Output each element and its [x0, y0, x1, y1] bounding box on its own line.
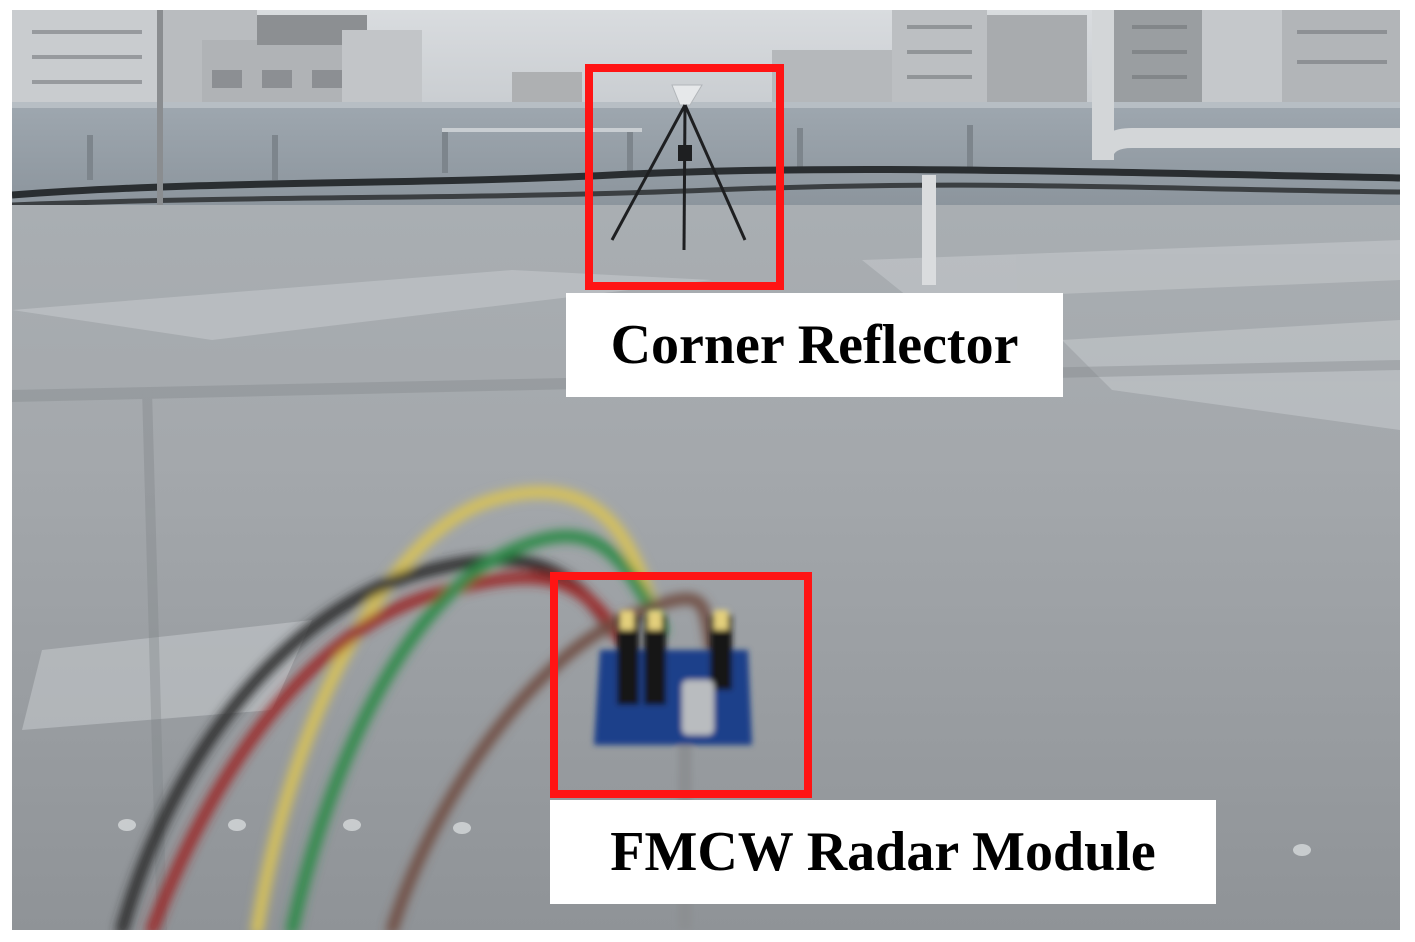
buildings — [12, 10, 1400, 105]
reflector-highlight-box — [585, 64, 784, 290]
foreground-cables — [116, 486, 718, 930]
tripod-reflector — [610, 84, 747, 251]
rooftop-photo — [12, 10, 1400, 930]
radar-module — [594, 610, 752, 930]
corner-reflector-label: Corner Reflector — [566, 293, 1063, 397]
radar-module-highlight-box — [550, 572, 812, 798]
fmcw-radar-module-label: FMCW Radar Module — [550, 800, 1216, 904]
